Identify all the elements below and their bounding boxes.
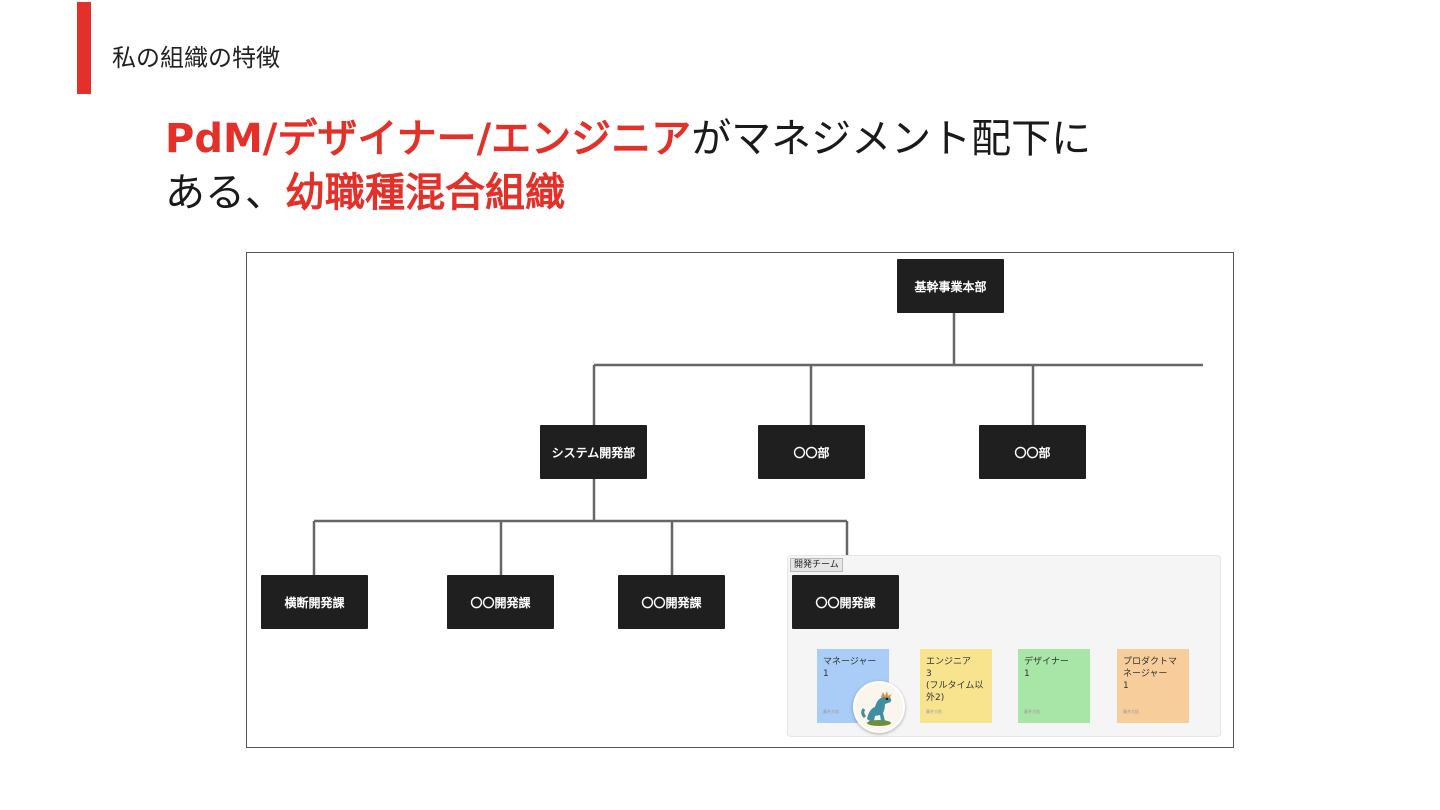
node-dept-system: システム開発部: [540, 425, 647, 479]
sticky-designer-count: 1: [1024, 669, 1030, 679]
sticky-footer: 藤井大佑: [823, 709, 839, 714]
node-dept-2: 〇〇部: [758, 425, 865, 479]
sticky-engineer-role: エンジニア: [926, 657, 972, 667]
sticky-manager-role: マネージャー: [823, 657, 877, 667]
sticky-pdm-role-2: ネージャー: [1123, 669, 1168, 679]
headline-line-1: PdM/デザイナー/エンジニアがマネジメント配下に: [165, 112, 1091, 166]
node-section-3: 〇〇開発課: [618, 575, 725, 629]
node-dept-3: 〇〇部: [979, 425, 1086, 479]
org-chart-frame: 基幹事業本部 システム開発部 〇〇部 〇〇部 開発チーム 横断開発課 〇〇開発課…: [246, 252, 1234, 748]
sticky-pdm: プロダクトマ ネージャー 1 藤井大佑: [1117, 649, 1189, 723]
headline-red-1: PdM/デザイナー/エンジニア: [165, 116, 692, 162]
node-section-2: 〇〇開発課: [447, 575, 554, 629]
headline-red-2: 幼職種混合組織: [285, 170, 565, 216]
sticky-engineer-note-2: 外2): [926, 693, 945, 703]
headline-black-1: がマネジメント配下に: [691, 116, 1092, 162]
sticky-pdm-count: 1: [1123, 681, 1129, 691]
section-label: 私の組織の特徴: [112, 44, 280, 72]
connector-lines: [312, 313, 1203, 575]
dinosaur-avatar-icon: [853, 681, 905, 733]
sticky-engineer: エンジニア 3 (フルタイム以 外2) 藤井大佑: [920, 649, 992, 723]
node-root: 基幹事業本部: [897, 259, 1004, 313]
sticky-manager-count: 1: [823, 669, 829, 679]
sticky-footer: 藤井大佑: [926, 709, 942, 714]
sticky-footer: 藤井大佑: [1123, 709, 1139, 714]
headline: PdM/デザイナー/エンジニアがマネジメント配下に ある、幼職種混合組織: [165, 112, 1091, 220]
sticky-designer-role: デザイナー: [1024, 657, 1069, 667]
headline-line-2: ある、幼職種混合組織: [165, 166, 1091, 220]
sticky-pdm-role-1: プロダクトマ: [1123, 657, 1178, 667]
sticky-designer: デザイナー 1 藤井大佑: [1018, 649, 1090, 723]
sticky-engineer-note-1: (フルタイム以: [926, 681, 984, 691]
node-section-4: 〇〇開発課: [792, 575, 899, 629]
sticky-engineer-count: 3: [926, 669, 932, 679]
headline-black-2: ある、: [165, 170, 285, 216]
node-section-1: 横断開発課: [261, 575, 368, 629]
team-label: 開発チーム: [790, 558, 843, 572]
accent-bar: [77, 2, 91, 94]
sticky-footer: 藤井大佑: [1024, 709, 1040, 714]
